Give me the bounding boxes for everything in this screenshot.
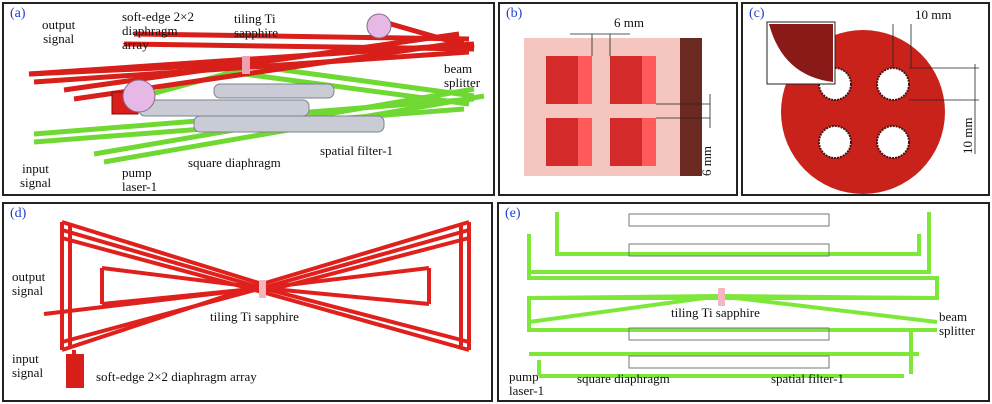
diaphragm-array-label: soft-edge 2×2 diaphragm array: [96, 369, 257, 384]
dimension-lines-c: [892, 24, 979, 154]
input-signal-label: input signal: [20, 161, 52, 190]
panel-c: (c) 10 mm 10 mm: [741, 2, 990, 196]
panel-a-drawing: [28, 13, 485, 165]
plate-edge: [680, 38, 702, 176]
panel-e: (e) tiling Ti sapphire beam splitter pum…: [497, 202, 990, 402]
aperture-bl-edge: [578, 118, 592, 166]
dimension-lines-b: [570, 33, 711, 128]
tiling-crystal-e: [718, 288, 725, 306]
panel-tag: (c): [749, 6, 765, 21]
square-diaphragm-label: square diaphragm: [188, 155, 281, 170]
diaphragm-array-label: soft-edge 2×2 diaphragm array: [122, 9, 194, 52]
red-beams-d: [43, 220, 471, 364]
red-beams-a: [28, 19, 475, 102]
beam-splitter-label: beam splitter: [444, 61, 481, 90]
panel-a: (a) output signal soft-edge 2×2 diaphrag…: [2, 2, 495, 196]
panel-c-drawing: [766, 21, 979, 194]
tiling-crystal-a: [242, 56, 250, 74]
green-beams-e: [527, 212, 939, 378]
panel-tag: (d): [10, 206, 27, 221]
dim-right-label: 6 mm: [699, 146, 714, 176]
output-signal-label: output signal: [42, 17, 76, 46]
spatial-filter-label: spatial filter-1: [320, 143, 394, 158]
aperture-br-edge: [642, 118, 656, 166]
dim-top-label: 10 mm: [915, 7, 952, 22]
tubes-a: [138, 83, 385, 133]
tiling-crystal-d: [259, 280, 266, 298]
panel-b: (b) 6 mm 6 mm: [498, 2, 738, 196]
panel-d: (d) output signal tiling Ti sapphire inp…: [2, 202, 493, 402]
mirror-a-1: [366, 13, 392, 39]
tiling-label: tiling Ti sapphire: [210, 309, 299, 324]
panel-d-drawing: [43, 220, 471, 388]
panel-b-drawing: [524, 33, 711, 176]
aperture-tr-edge: [642, 56, 656, 104]
inset-edge-pattern: [769, 24, 833, 82]
mirror-a-2: [122, 79, 156, 113]
diaphragm-array-d: [66, 354, 84, 388]
spatial-filter-label: spatial filter-1: [771, 371, 845, 386]
tiling-label: tiling Ti sapphire: [234, 11, 279, 40]
panel-tag: (b): [506, 6, 523, 21]
aperture-tl-edge: [578, 56, 592, 104]
dim-right-label: 10 mm: [960, 117, 975, 154]
dim-top-label: 6 mm: [614, 15, 644, 30]
pump-laser-label: pump laser-1: [509, 369, 545, 398]
beam-splitter-label: beam splitter: [939, 309, 976, 338]
square-diaphragm-label: square diaphragm: [577, 371, 670, 386]
output-signal-label: output signal: [12, 269, 46, 298]
input-signal-label: input signal: [12, 351, 44, 380]
tiling-label: tiling Ti sapphire: [671, 305, 760, 320]
panel-e-drawing: [527, 212, 939, 378]
panel-tag: (a): [10, 6, 26, 21]
panel-tag: (e): [505, 206, 521, 221]
tubes-e: [628, 213, 830, 369]
pump-laser-label: pump laser-1: [122, 165, 158, 194]
